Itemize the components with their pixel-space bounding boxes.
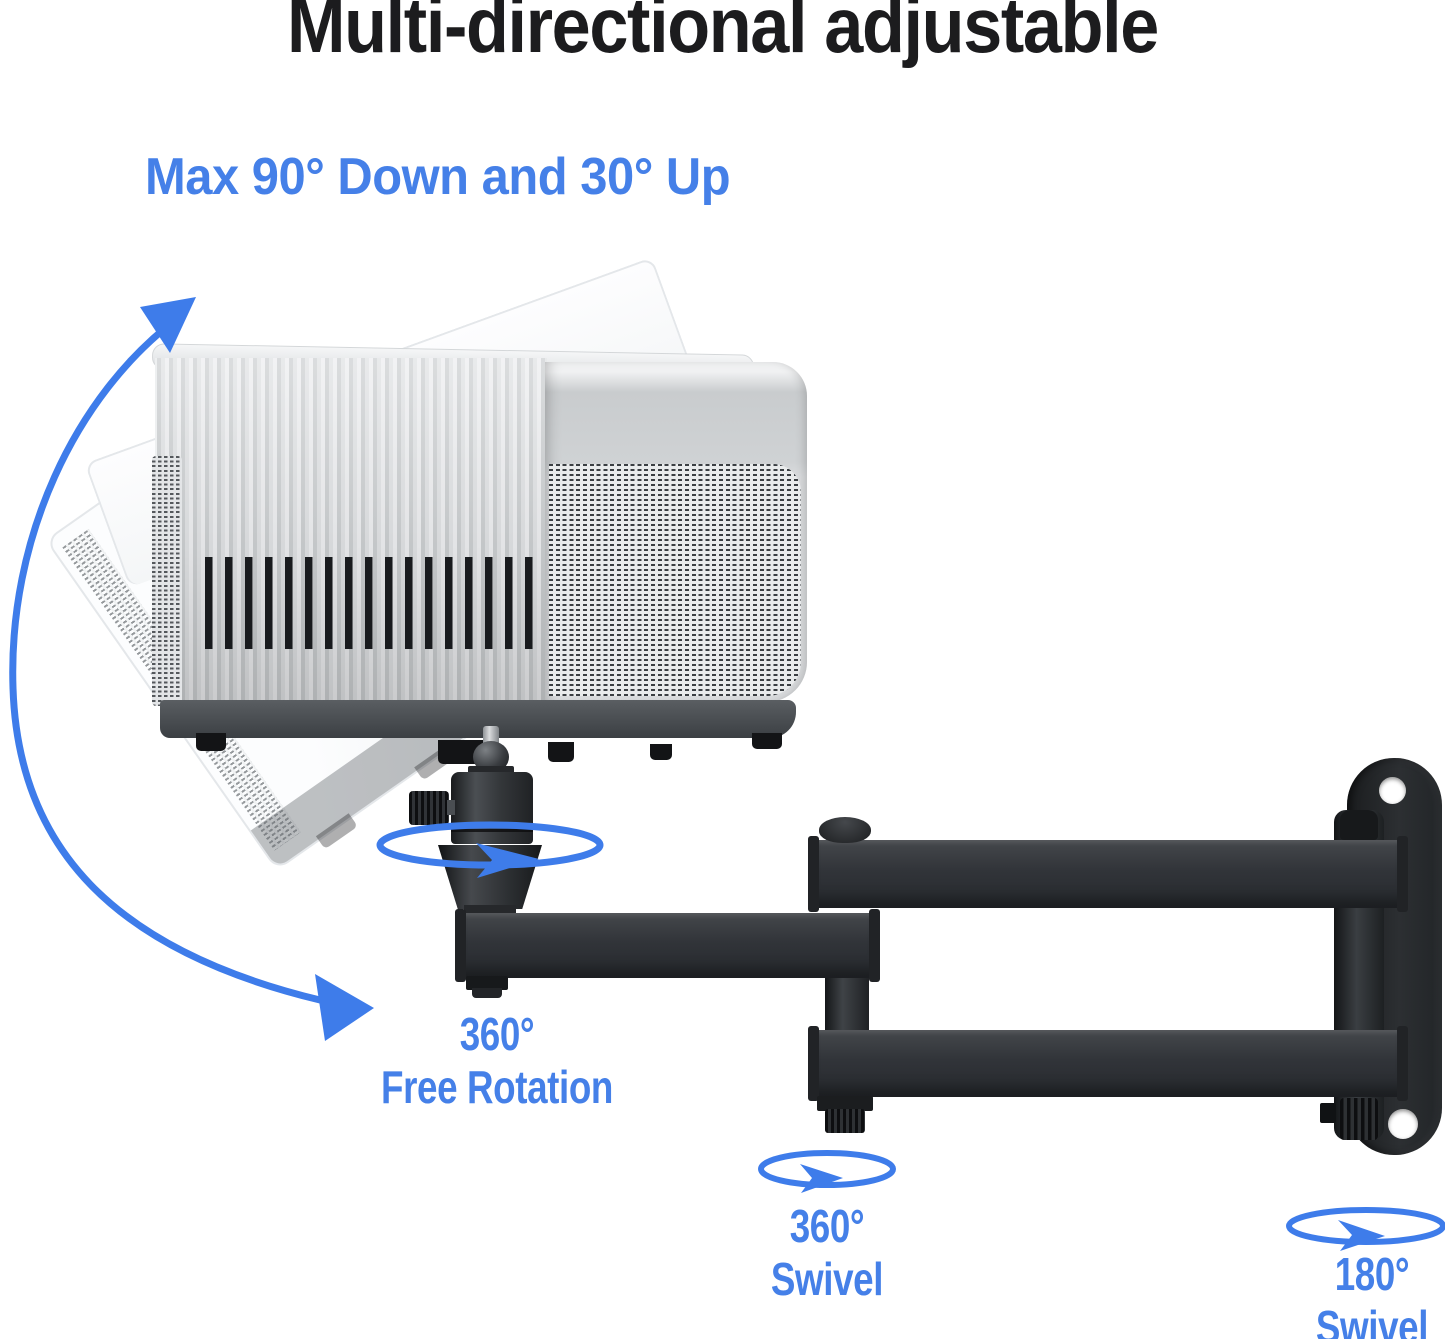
projector-foot <box>196 733 226 751</box>
front-arm-bolt <box>466 976 508 990</box>
arm-swivel-degrees: 360° <box>789 1200 865 1252</box>
front-articulating-arm <box>455 909 880 982</box>
wall-plate-screw-hole-top <box>1379 777 1406 804</box>
front-arm-bolt-tip <box>472 988 502 998</box>
projector-foot <box>650 744 672 760</box>
projector-side-vent-strip <box>152 456 182 706</box>
projector-base <box>160 700 796 738</box>
projector-vent-slots <box>205 557 533 649</box>
ball-head-body <box>451 772 533 844</box>
wall-swivel-caption: Swivel <box>1315 1301 1429 1339</box>
wall-hinge-top-nut <box>1340 810 1378 840</box>
arm-swivel-label: 360° Swivel <box>695 1200 959 1307</box>
ball-joint-neck <box>468 766 514 776</box>
knob-shaft <box>447 800 455 815</box>
upper-articulating-arm <box>808 836 1408 912</box>
wall-hinge-side-screw <box>1320 1103 1336 1123</box>
hinge-dome-cap <box>819 817 871 843</box>
wall-plate-screw-hole-bottom <box>1388 1109 1418 1139</box>
hinge-bottom-nut <box>825 1109 865 1133</box>
tilt-range-subtitle: Max 90° Down and 30° Up <box>145 148 731 206</box>
projector-foot <box>752 733 782 749</box>
projector-speaker-mesh-panel <box>545 362 807 702</box>
tension-adjustment-knob <box>409 791 449 825</box>
wall-swivel-degrees: 180° <box>1334 1248 1410 1300</box>
page-title: Multi-directional adjustable <box>286 0 1159 69</box>
lower-articulating-arm <box>808 1026 1408 1101</box>
free-rotation-caption: Free Rotation <box>381 1061 613 1114</box>
arm-swivel-ellipse-arrow-icon <box>758 1150 896 1193</box>
wall-swivel-label: 180° Swivel <box>1240 1248 1445 1339</box>
wall-swivel-ellipse-arrow-icon <box>1286 1207 1445 1251</box>
free-rotation-degrees: 360° <box>459 1008 535 1060</box>
free-rotation-label: 360° Free Rotation <box>341 1008 653 1115</box>
wall-hinge-bottom-nut <box>1340 1098 1378 1140</box>
projector-foot <box>548 742 574 762</box>
mount-cone <box>438 845 542 909</box>
arm-hinge-pin <box>825 968 869 1034</box>
hinge-bottom-bolt <box>817 1096 873 1111</box>
arm-swivel-caption: Swivel <box>770 1253 884 1306</box>
